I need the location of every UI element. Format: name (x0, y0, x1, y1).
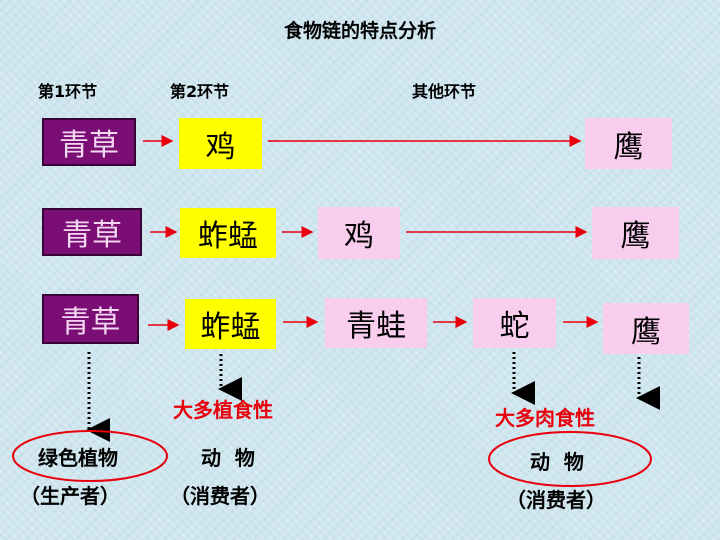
row2-eagle-box: 鹰 (592, 207, 679, 259)
label-herbivore: 大多植食性 (173, 398, 273, 422)
ellipse-green-plant (12, 430, 168, 482)
label-carnivore: 大多肉食性 (495, 406, 595, 430)
label-consumer-left: （消费者） (170, 484, 270, 508)
ellipse-animal-right (488, 431, 652, 487)
page-title: 食物链的特点分析 (283, 20, 436, 42)
row3-grass-box: 青草 (42, 294, 139, 344)
row3-grasshopper-box: 蚱蜢 (185, 299, 276, 349)
header-other: 其他环节 (412, 82, 477, 101)
label-animal-left: 动 物 (201, 446, 255, 470)
row1-grass-box: 青草 (42, 118, 136, 166)
label-animal-right: 动 物 (530, 450, 584, 474)
row2-grasshopper-box: 蚱蜢 (180, 208, 276, 258)
row2-grass-box: 青草 (42, 208, 142, 256)
label-green-plant: 绿色植物 (38, 446, 118, 470)
label-producer: （生产者） (20, 484, 120, 508)
row3-eagle-box: 鹰 (603, 303, 689, 354)
row2-chicken-box: 鸡 (318, 207, 400, 259)
row1-eagle-box: 鹰 (585, 118, 672, 169)
row1-chicken-box: 鸡 (179, 118, 262, 169)
header-link2: 第2环节 (170, 82, 230, 101)
row3-snake-box: 蛇 (473, 298, 556, 348)
header-link1: 第1环节 (38, 82, 98, 101)
label-consumer-right: （消费者） (506, 488, 606, 512)
row3-frog-box: 青蛙 (325, 298, 427, 348)
